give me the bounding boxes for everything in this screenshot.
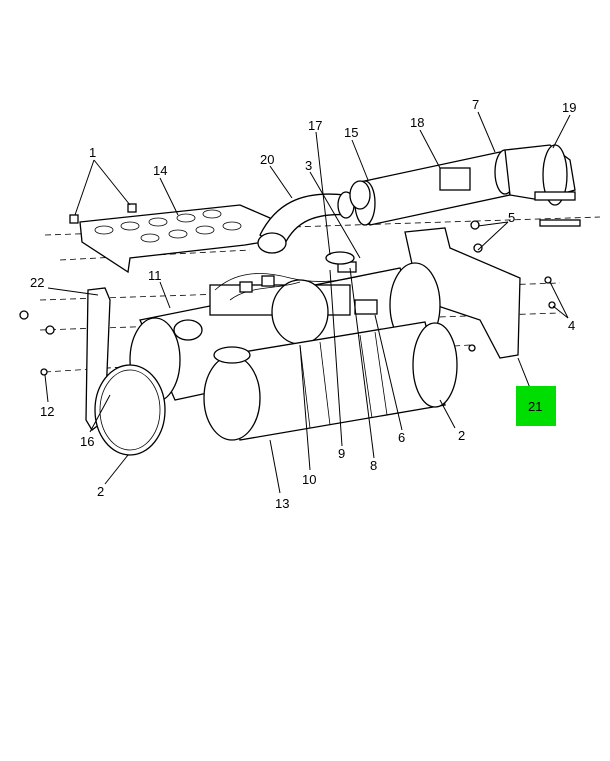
callout-10: 10 bbox=[302, 472, 316, 487]
callout-22: 22 bbox=[30, 275, 44, 290]
lower-canister-part bbox=[203, 321, 458, 441]
callout-14: 14 bbox=[153, 163, 167, 178]
callout-21-highlighted[interactable]: 21 bbox=[528, 399, 542, 414]
callout-3: 3 bbox=[305, 158, 312, 173]
callout-leader-lines bbox=[44, 111, 571, 494]
callout-4: 4 bbox=[568, 318, 575, 333]
callout-2-left: 2 bbox=[97, 484, 104, 499]
callout-1: 1 bbox=[89, 145, 96, 160]
callout-8: 8 bbox=[370, 458, 377, 473]
callout-2-right: 2 bbox=[458, 428, 465, 443]
callout-7: 7 bbox=[472, 97, 479, 112]
intake-tube-part bbox=[354, 144, 581, 227]
mounting-brackets bbox=[19, 220, 556, 431]
flex-hose-part bbox=[257, 180, 371, 254]
callout-5: 5 bbox=[508, 210, 515, 225]
callout-20: 20 bbox=[260, 152, 274, 167]
callout-16: 16 bbox=[80, 434, 94, 449]
callout-19: 19 bbox=[562, 100, 576, 115]
callout-18: 18 bbox=[410, 115, 424, 130]
callout-6: 6 bbox=[398, 430, 405, 445]
callout-15: 15 bbox=[344, 125, 358, 140]
callout-13: 13 bbox=[275, 496, 289, 511]
callout-11: 11 bbox=[148, 268, 162, 283]
callout-17: 17 bbox=[308, 118, 322, 133]
callout-9: 9 bbox=[338, 446, 345, 461]
heat-shield-part bbox=[69, 203, 276, 274]
highlight-box bbox=[516, 386, 556, 426]
callout-numbers: 1 14 20 17 3 15 18 7 19 5 22 11 4 12 16 … bbox=[30, 97, 576, 511]
sensor-harness-part bbox=[214, 251, 378, 315]
callout-12: 12 bbox=[40, 404, 54, 419]
